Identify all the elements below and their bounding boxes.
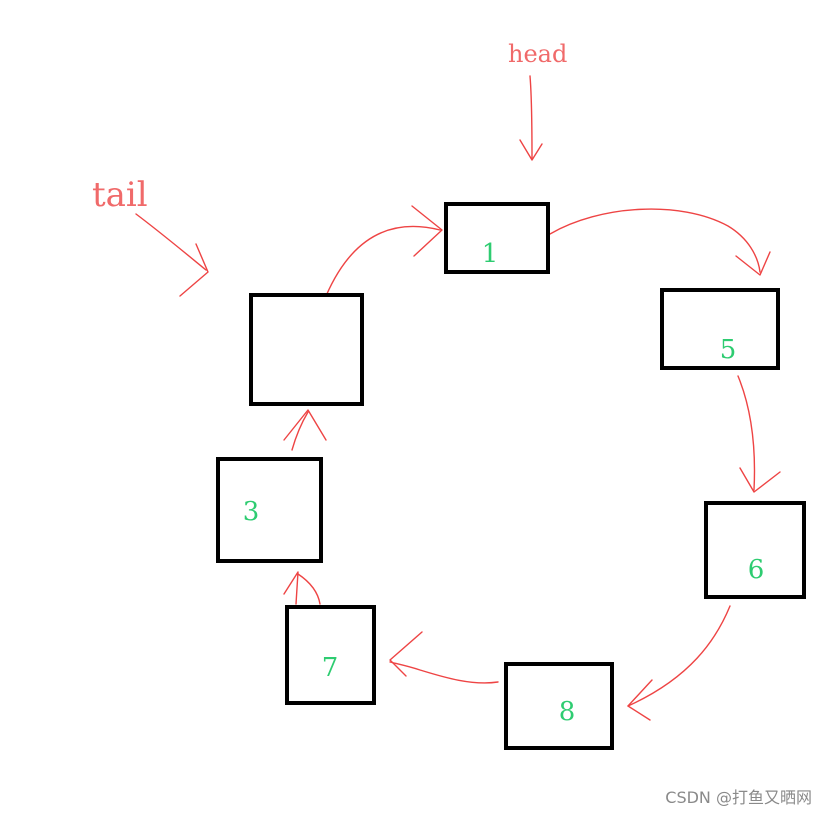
node-6: 6 — [704, 501, 806, 599]
node-3: 3 — [216, 457, 323, 563]
edge-1-to-5 — [549, 208, 771, 276]
edge-3-to-tail — [283, 409, 327, 451]
edge-6-to-8 — [627, 605, 731, 721]
node-8-value: 8 — [559, 697, 576, 727]
node-7: 7 — [285, 605, 376, 705]
node-5-value: 5 — [720, 335, 737, 365]
edges — [283, 205, 781, 721]
node-3-value: 3 — [243, 497, 260, 527]
head-arrow-tip — [519, 139, 543, 161]
edge-7-to-3 — [283, 571, 321, 605]
head-pointer: head — [508, 40, 567, 161]
watermark: CSDN @打鱼又晒网 — [665, 788, 812, 807]
tail-label: tail — [92, 175, 148, 215]
head-label: head — [508, 40, 567, 68]
head-arrow-shaft — [529, 75, 533, 159]
node-1: 1 — [444, 202, 550, 274]
node-8: 8 — [504, 662, 614, 750]
edge-5-to-6 — [737, 375, 781, 493]
node-6-value: 6 — [748, 555, 765, 585]
tail-arrow-tip — [179, 243, 209, 297]
tail-pointer: tail — [92, 175, 209, 297]
tail-arrow-shaft — [135, 213, 207, 271]
node-7-value: 7 — [322, 653, 339, 683]
edge-8-to-7 — [389, 631, 499, 684]
node-tail-empty — [249, 293, 364, 406]
node-1-value: 1 — [482, 239, 499, 269]
node-5: 5 — [660, 288, 780, 370]
nodes: 1 5 6 8 7 3 — [216, 202, 806, 750]
edge-tail-to-1 — [325, 205, 443, 297]
